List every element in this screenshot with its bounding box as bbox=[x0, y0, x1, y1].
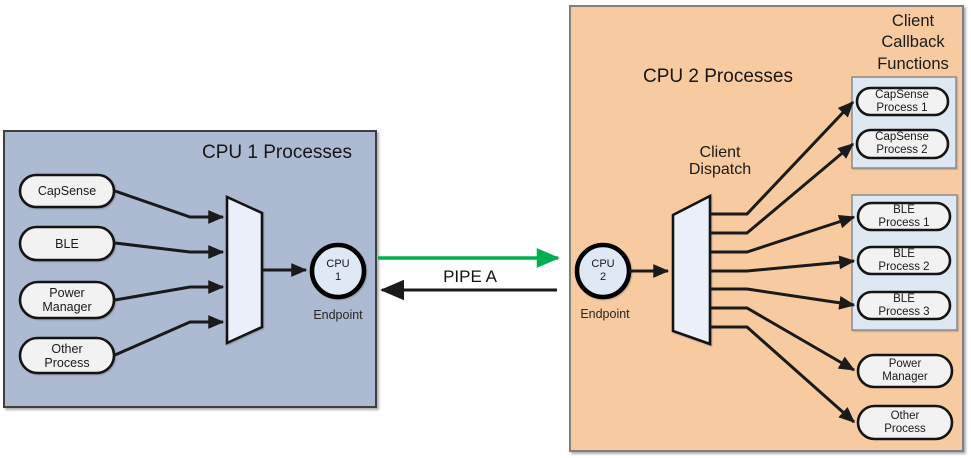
callback-label-capsense-process-2: CapSense Process 2 bbox=[875, 131, 929, 156]
callback-node-other-process bbox=[856, 404, 954, 441]
arrow-capsense-to-mux bbox=[114, 189, 225, 224]
callback-node-ble-process-1 bbox=[856, 201, 952, 232]
callback-label-other-process: Other Process bbox=[884, 409, 926, 435]
callback-label-ble-process-3: BLE Process 3 bbox=[878, 292, 930, 318]
callback-node-ble-process-3 bbox=[856, 290, 952, 321]
arrow-ble-to-mux bbox=[114, 241, 225, 259]
cpu2-endpoint-caption: Endpoint bbox=[580, 307, 630, 321]
arrow-dispatch-to-ble-process-1 bbox=[710, 215, 856, 254]
cpu2-title: CPU 2 Processes bbox=[643, 66, 793, 87]
arrow-dispatch-to-capsense-process-1 bbox=[710, 100, 855, 216]
arrow-dispatch-to-ble-process-2 bbox=[710, 255, 856, 273]
process-label-other-process: Other Process bbox=[44, 341, 90, 370]
cpu1-title: CPU 1 Processes bbox=[202, 142, 352, 163]
process-node-other-process bbox=[18, 336, 116, 375]
cpu1-circle-line2: 1 bbox=[334, 271, 342, 283]
cpu1-endpoint-circle-text: CPU 1 bbox=[318, 251, 358, 291]
cpu1-mux-shape bbox=[225, 194, 264, 346]
client-callback-functions-header: Client Callback Functions bbox=[877, 11, 949, 73]
client-dispatch-shape bbox=[671, 193, 712, 346]
cpu1-endpoint-caption: Endpoint bbox=[313, 308, 363, 322]
process-label-capsense: CapSense bbox=[37, 184, 97, 198]
cpu2-circle-line1: CPU bbox=[591, 258, 615, 270]
client-dispatch-label: Client Dispatch bbox=[688, 143, 752, 179]
arrow-dispatch-to-other-process bbox=[710, 325, 855, 424]
callback-node-ble-process-2 bbox=[856, 245, 952, 276]
cpu2-circle-line2: 2 bbox=[599, 271, 607, 283]
callback-label-power-manager: Power Manager bbox=[882, 358, 928, 383]
arrow-dispatch-to-capsense-process-2 bbox=[710, 142, 854, 235]
cpu1-endpoint-circle bbox=[309, 242, 367, 300]
callback-node-capsense-process-2 bbox=[855, 128, 950, 160]
arrow-dispatch-to-ble-process-3 bbox=[710, 287, 856, 310]
callback-label-ble-process-1: BLE Process 1 bbox=[878, 203, 930, 229]
process-node-capsense bbox=[18, 173, 116, 209]
callback-node-power-manager bbox=[856, 353, 954, 389]
process-label-power-manager: Power Manager bbox=[42, 286, 92, 314]
arrow-other-process-to-mux bbox=[114, 315, 225, 357]
cpu1-circle-line1: CPU bbox=[326, 258, 350, 270]
process-node-power-manager bbox=[18, 280, 116, 320]
arrow-power-manager-to-mux bbox=[114, 280, 225, 302]
callback-label-capsense-process-1: CapSense Process 1 bbox=[875, 88, 929, 114]
process-label-ble: BLE bbox=[55, 236, 79, 251]
callback-node-capsense-process-1 bbox=[855, 86, 950, 117]
pipe-a-label: PIPE A bbox=[443, 267, 497, 286]
cpu2-endpoint-circle-text: CPU 2 bbox=[583, 251, 623, 291]
callback-label-ble-process-2: BLE Process 2 bbox=[878, 247, 930, 273]
arrow-dispatch-to-power-manager bbox=[710, 306, 856, 372]
process-node-ble bbox=[18, 225, 116, 262]
